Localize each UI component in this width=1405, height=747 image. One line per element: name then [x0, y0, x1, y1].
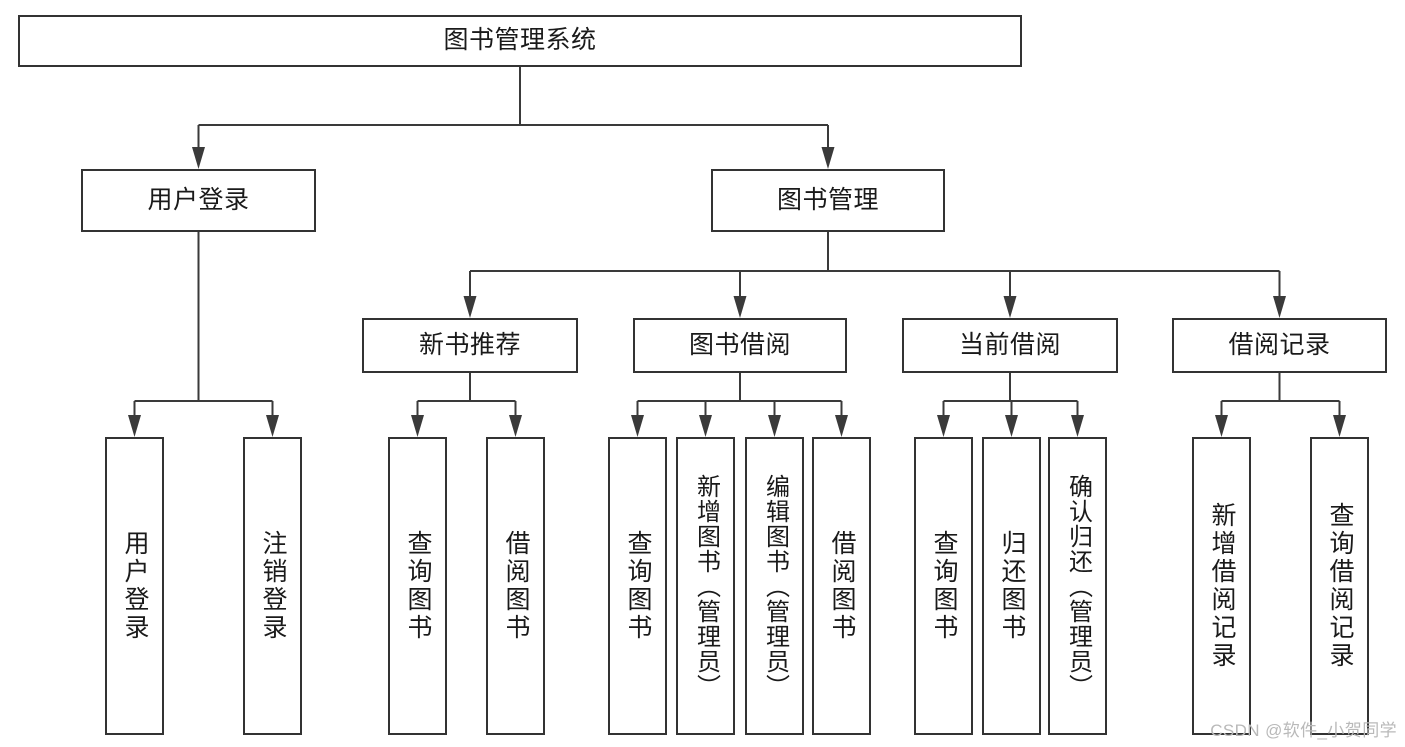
arrowhead-new-book-rec	[463, 296, 477, 318]
node-leaf-query-books-rec[interactable]: 查询图书	[388, 437, 447, 735]
node-label-borrow-records: 借阅记录	[1228, 330, 1331, 359]
arrowhead-book-borrow	[733, 296, 747, 318]
node-label-leaf-query-borrow-record: 查询借阅记录	[1326, 502, 1354, 670]
node-label-leaf-borrow-books-rec: 借阅图书	[502, 530, 530, 642]
node-current-borrow[interactable]: 当前借阅	[902, 318, 1118, 373]
node-label-leaf-return-books: 归还图书	[998, 530, 1026, 642]
arrowhead-leaf-add-borrow-record	[1215, 415, 1228, 437]
watermark-label: CSDN @软件_小贺同学	[1210, 721, 1397, 740]
node-label-leaf-borrow-books: 借阅图书	[828, 530, 856, 642]
node-new-book-rec[interactable]: 新书推荐	[362, 318, 578, 373]
node-book-borrow[interactable]: 图书借阅	[633, 318, 847, 373]
node-leaf-borrow-books[interactable]: 借阅图书	[812, 437, 871, 735]
node-label-leaf-query-books-borrow: 查询图书	[624, 530, 652, 642]
node-label-leaf-edit-book-admin: 编辑图书（管理员）	[761, 473, 789, 699]
node-leaf-confirm-return-admin[interactable]: 确认归还（管理员）	[1048, 437, 1107, 735]
node-leaf-edit-book-admin[interactable]: 编辑图书（管理员）	[745, 437, 804, 735]
arrowhead-borrow-records	[1273, 296, 1286, 318]
node-label-root: 图书管理系统	[443, 26, 597, 55]
arrowhead-leaf-return-books	[1005, 415, 1018, 437]
node-book-mgmt[interactable]: 图书管理	[711, 169, 945, 232]
node-leaf-borrow-books-rec[interactable]: 借阅图书	[486, 437, 545, 735]
arrowhead-leaf-edit-book-admin	[768, 415, 781, 437]
node-leaf-query-books-borrow[interactable]: 查询图书	[608, 437, 667, 735]
node-label-leaf-query-books-current: 查询图书	[930, 530, 958, 642]
node-leaf-add-book-admin[interactable]: 新增图书（管理员）	[676, 437, 735, 735]
node-label-leaf-logout: 注销登录	[259, 530, 287, 642]
node-label-leaf-user-login: 用户登录	[121, 530, 149, 642]
node-leaf-return-books[interactable]: 归还图书	[982, 437, 1041, 735]
arrowhead-leaf-logout	[266, 415, 279, 437]
node-label-leaf-confirm-return-admin: 确认归还（管理员）	[1064, 473, 1092, 699]
node-borrow-records[interactable]: 借阅记录	[1172, 318, 1387, 373]
arrowhead-user-login	[192, 147, 205, 169]
node-root[interactable]: 图书管理系统	[18, 15, 1022, 67]
arrowhead-leaf-query-borrow-record	[1333, 415, 1346, 437]
arrowhead-leaf-borrow-books-rec	[509, 415, 522, 437]
arrowhead-current-borrow	[1003, 296, 1017, 318]
node-leaf-user-login[interactable]: 用户登录	[105, 437, 164, 735]
node-label-current-borrow: 当前借阅	[958, 330, 1061, 359]
arrowhead-leaf-query-books-current	[937, 415, 950, 437]
node-leaf-logout[interactable]: 注销登录	[243, 437, 302, 735]
arrowhead-leaf-borrow-books	[835, 415, 848, 437]
node-label-book-borrow: 图书借阅	[688, 330, 791, 359]
node-label-leaf-query-books-rec: 查询图书	[404, 530, 432, 642]
node-label-user-login: 用户登录	[147, 185, 250, 214]
arrowhead-leaf-add-book-admin	[699, 415, 712, 437]
node-user-login[interactable]: 用户登录	[81, 169, 316, 232]
node-leaf-query-books-current[interactable]: 查询图书	[914, 437, 973, 735]
node-label-new-book-rec: 新书推荐	[418, 330, 521, 359]
arrowhead-leaf-query-books-rec	[411, 415, 424, 437]
node-leaf-add-borrow-record[interactable]: 新增借阅记录	[1192, 437, 1251, 735]
node-label-book-mgmt: 图书管理	[776, 185, 879, 214]
node-label-leaf-add-book-admin: 新增图书（管理员）	[692, 473, 720, 699]
node-leaf-query-borrow-record[interactable]: 查询借阅记录	[1310, 437, 1369, 735]
arrowhead-leaf-query-books-borrow	[631, 415, 644, 437]
arrowhead-book-mgmt	[821, 147, 835, 169]
arrowhead-leaf-confirm-return-admin	[1071, 415, 1084, 437]
node-label-leaf-add-borrow-record: 新增借阅记录	[1208, 502, 1236, 670]
arrowhead-leaf-user-login	[128, 415, 141, 437]
